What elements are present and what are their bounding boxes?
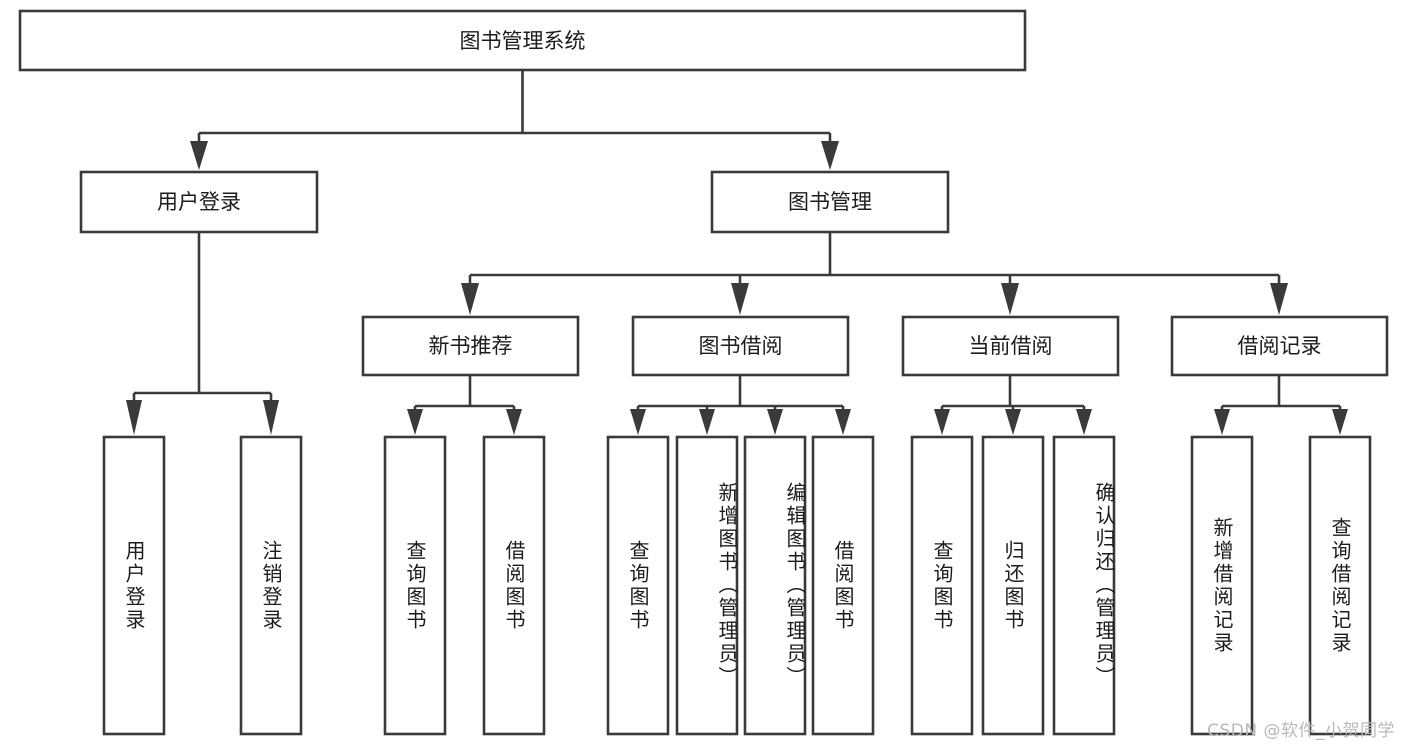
node-borrow-record[interactable]: 借阅记录: [1170, 315, 1389, 377]
node-leaf-query-book-3-box[interactable]: [910, 435, 974, 736]
node-user-login[interactable]: 用户登录: [79, 170, 319, 234]
node-leaf-confirm-return-box[interactable]: [1052, 435, 1116, 736]
node-leaf-borrow-book-1-box[interactable]: [482, 435, 546, 736]
node-new-book-recommend[interactable]: 新书推荐: [361, 315, 580, 377]
arrow-head-icon: [699, 409, 715, 435]
arrow-head-icon: [461, 283, 479, 315]
node-root[interactable]: 图书管理系统: [18, 9, 1027, 72]
node-book-borrow-box[interactable]: [631, 315, 850, 377]
node-book-manage[interactable]: 图书管理: [710, 170, 950, 234]
node-leaf-return-book-box[interactable]: [981, 435, 1045, 736]
arrow-head-icon: [835, 409, 851, 435]
connector-newbook-to-leaves: [407, 375, 522, 435]
arrow-head-icon: [1214, 409, 1230, 435]
node-leaf-user-login-box[interactable]: [102, 435, 166, 736]
node-current-borrow-label: 当前借阅: [969, 334, 1053, 358]
arrow-head-icon: [1270, 283, 1288, 315]
arrow-head-icon: [506, 409, 522, 435]
connector-borrowrecord-to-leaves: [1214, 375, 1348, 435]
node-book-borrow[interactable]: 图书借阅: [631, 315, 850, 377]
node-leaf-logout-box[interactable]: [239, 435, 303, 736]
node-leaf-edit-book-box[interactable]: [743, 435, 807, 736]
arrow-head-icon: [767, 409, 783, 435]
node-user-login-label: 用户登录: [157, 190, 241, 214]
arrow-head-icon: [630, 409, 646, 435]
connector-bookmanage-to-level3: [461, 232, 1288, 315]
connector-root-to-level2: [190, 70, 839, 170]
node-leaf-query-book-2-box[interactable]: [606, 435, 670, 736]
arrow-head-icon: [731, 283, 749, 315]
connector-currentborrow-to-leaves: [934, 375, 1092, 435]
node-borrow-record-label: 借阅记录: [1238, 334, 1322, 358]
arrow-head-icon: [407, 409, 423, 435]
arrow-head-icon: [126, 400, 142, 435]
arrow-head-icon: [190, 141, 208, 170]
node-root-label: 图书管理系统: [460, 29, 586, 53]
arrow-head-icon: [821, 141, 839, 170]
node-current-borrow[interactable]: 当前借阅: [901, 315, 1120, 377]
watermark-text: CSDN @软件_小贺同学: [1207, 721, 1395, 741]
arrow-head-icon: [1001, 283, 1019, 315]
node-book-manage-label: 图书管理: [788, 190, 872, 214]
node-new-book-recommend-box[interactable]: [361, 315, 580, 377]
node-user-login-box[interactable]: [79, 170, 319, 234]
arrow-head-icon: [1005, 409, 1021, 435]
node-leaf-add-book-box[interactable]: [675, 435, 739, 736]
connector-bookborrow-to-leaves: [630, 375, 851, 435]
arrow-head-icon: [263, 400, 279, 435]
arrow-head-icon: [934, 409, 950, 435]
node-borrow-record-box[interactable]: [1170, 315, 1389, 377]
leaf-boxes: [102, 435, 1372, 736]
node-book-borrow-label: 图书借阅: [699, 334, 783, 358]
node-new-book-recommend-label: 新书推荐: [429, 334, 513, 358]
node-leaf-query-book-1-box[interactable]: [383, 435, 447, 736]
node-root-box[interactable]: [18, 9, 1027, 72]
connector-userlogin-to-leaves: [126, 232, 279, 435]
node-leaf-borrow-book-2-box[interactable]: [811, 435, 875, 736]
node-book-manage-box[interactable]: [710, 170, 950, 234]
arrow-head-icon: [1332, 409, 1348, 435]
node-leaf-query-record-box[interactable]: [1308, 435, 1372, 736]
arrow-head-icon: [1076, 409, 1092, 435]
node-current-borrow-box[interactable]: [901, 315, 1120, 377]
node-leaf-add-record-box[interactable]: [1190, 435, 1254, 736]
